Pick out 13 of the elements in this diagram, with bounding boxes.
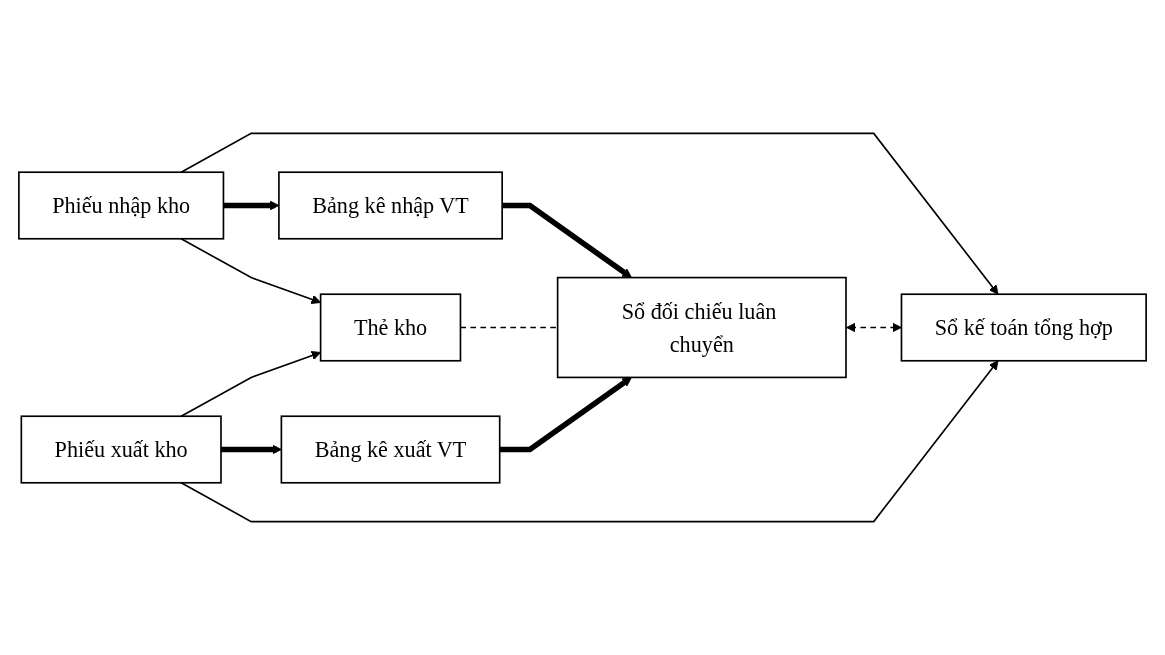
node-box: Bảng kê nhập VT: [278, 171, 503, 240]
node-box: Phiếu xuất kho: [20, 415, 222, 484]
node-box: Phiếu nhập kho: [18, 171, 225, 240]
arrow: [502, 202, 632, 279]
node-box: Sổ kế toán tổng hợp: [900, 293, 1147, 362]
arrow: [180, 132, 999, 295]
node-box: Sổ đối chiếu luân chuyển: [556, 276, 847, 379]
arrow: [180, 360, 999, 523]
arrow: [499, 376, 632, 453]
node-box: Thẻ kho: [319, 293, 462, 362]
arrow: [846, 322, 902, 333]
arrow: [221, 444, 282, 455]
node-box: Bảng kê xuất VT: [280, 415, 501, 484]
